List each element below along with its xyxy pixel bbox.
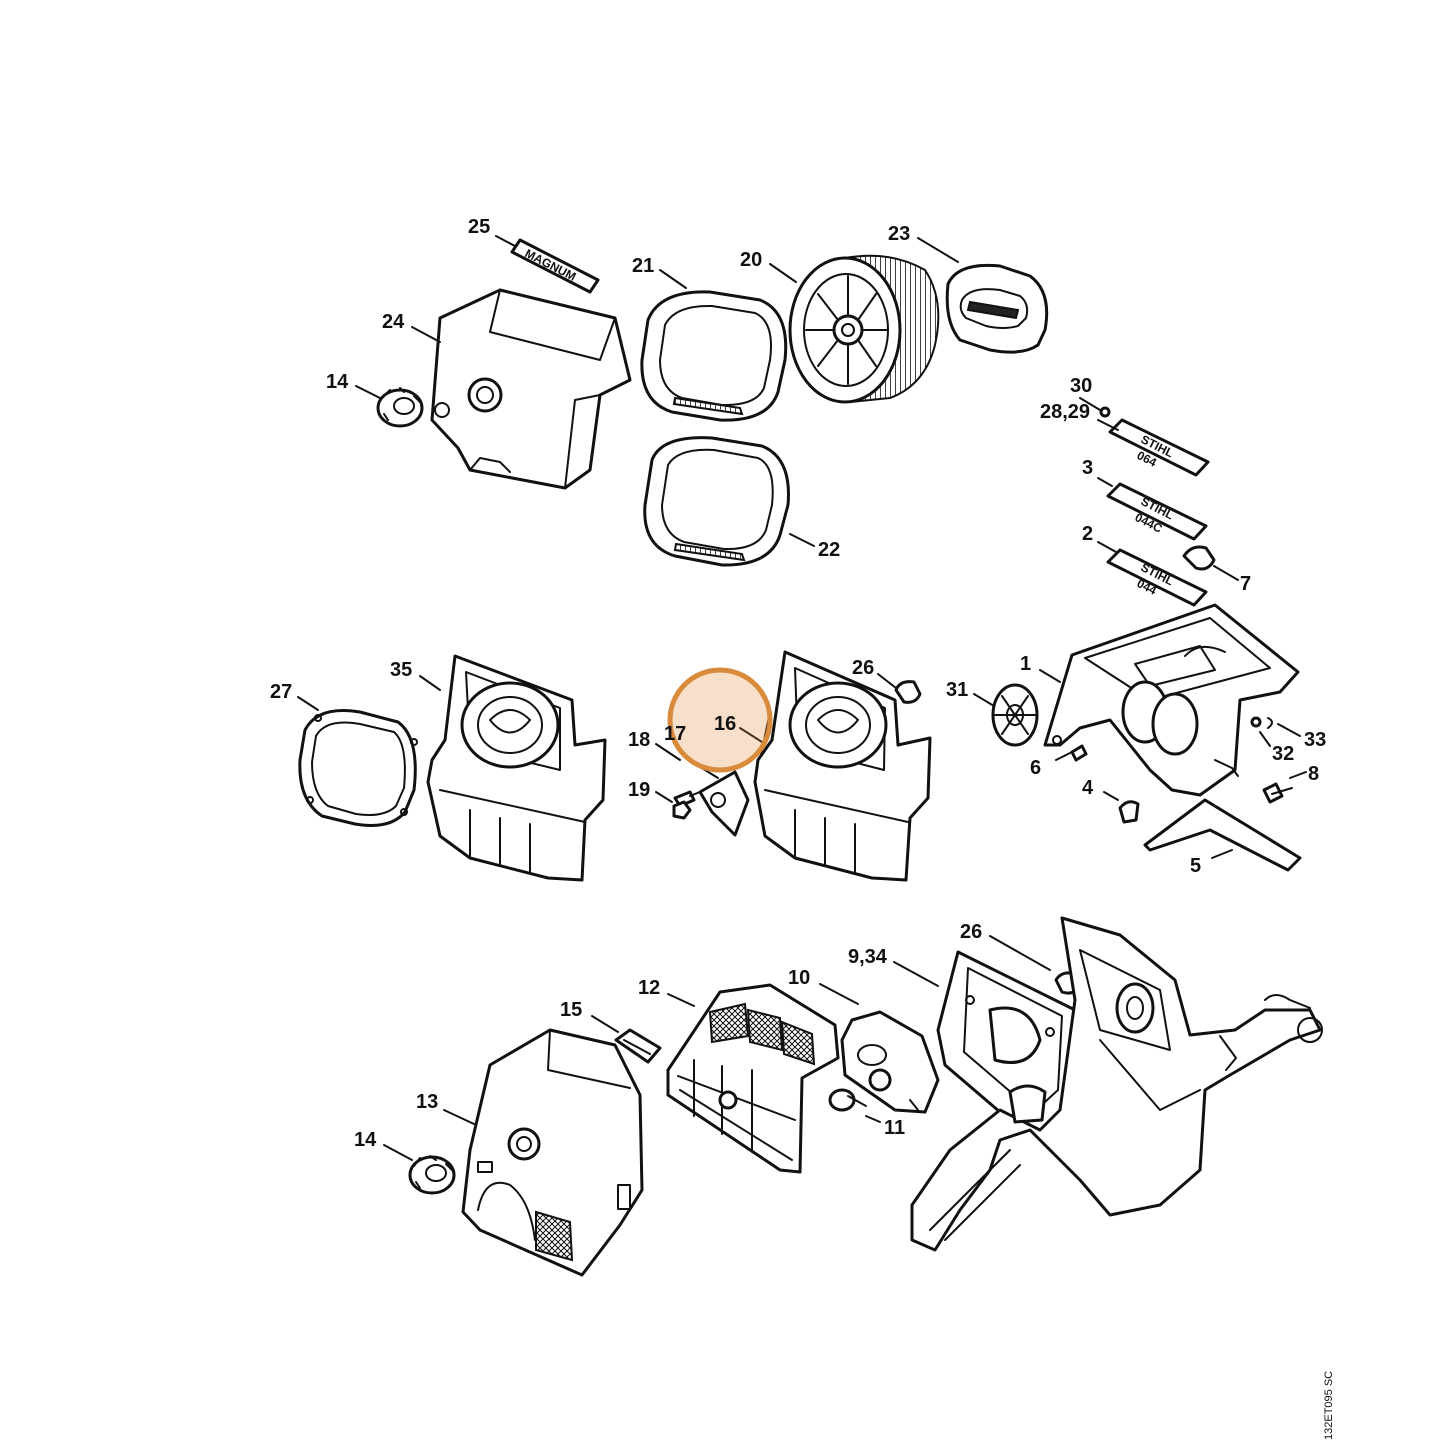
model-plate-044: STIHL 044 — [1106, 548, 1208, 607]
nut-19 — [672, 800, 692, 820]
spacer-4 — [1118, 800, 1140, 824]
filter-cover-lower — [461, 1028, 644, 1277]
callout-19[interactable]: 19 — [628, 779, 650, 801]
callout-7[interactable]: 7 — [1240, 573, 1251, 595]
callout-33[interactable]: 33 — [1304, 729, 1326, 751]
baffle-5 — [1143, 798, 1302, 872]
callout-9-34[interactable]: 9,34 — [848, 946, 888, 968]
callout-13[interactable]: 13 — [416, 1091, 438, 1113]
clip-15 — [614, 1028, 662, 1064]
drawing-reference-code: 132ET095 SC — [1323, 1371, 1335, 1440]
knob-upper — [376, 387, 424, 428]
callout-21[interactable]: 21 — [632, 255, 654, 277]
washer-32 — [1250, 716, 1262, 728]
callout-5[interactable]: 5 — [1190, 855, 1201, 877]
highlight-circle — [667, 667, 773, 773]
gasket-27 — [298, 708, 418, 827]
callout-31[interactable]: 31 — [946, 679, 968, 701]
callout-18[interactable]: 18 — [628, 729, 650, 751]
callout-3[interactable]: 3 — [1082, 457, 1093, 479]
filter-base-35 — [426, 654, 607, 882]
callout-30[interactable]: 30 — [1070, 375, 1092, 397]
callout-8[interactable]: 8 — [1308, 763, 1319, 785]
callout-24[interactable]: 24 — [382, 311, 405, 333]
grommet-26-mid — [894, 680, 922, 704]
callout-15[interactable]: 15 — [560, 999, 582, 1021]
callout-20[interactable]: 20 — [740, 249, 762, 271]
crankcase-housing — [910, 916, 1323, 1252]
clip-33 — [1267, 717, 1273, 729]
model-plate-064: STIHL 064 — [1108, 418, 1210, 477]
magnum-nameplate: MAGNUM — [510, 238, 600, 294]
filter-disc-31 — [991, 683, 1039, 747]
callout-4[interactable]: 4 — [1082, 777, 1094, 799]
filter-seal-lower — [643, 436, 790, 567]
callout-32[interactable]: 32 — [1272, 743, 1294, 765]
screw-8 — [1262, 782, 1293, 804]
filter-cover-upper — [430, 288, 632, 490]
callout-14-bottom[interactable]: 14 — [354, 1129, 377, 1151]
model-plate-044c: STIHL 044C — [1106, 482, 1208, 541]
screw-11 — [828, 1088, 867, 1112]
callout-22[interactable]: 22 — [818, 539, 840, 561]
callout-16[interactable]: 16 — [714, 713, 736, 735]
holder-17 — [698, 770, 750, 837]
shroud-1 — [1043, 603, 1300, 797]
callout-27[interactable]: 27 — [270, 681, 292, 703]
callout-23[interactable]: 23 — [888, 223, 910, 245]
mesh-filter-12 — [666, 983, 840, 1174]
callout-26-bottom[interactable]: 26 — [960, 921, 982, 943]
callout-17[interactable]: 17 — [664, 723, 686, 745]
knob-lower — [408, 1155, 456, 1195]
callout-12[interactable]: 12 — [638, 977, 660, 999]
carburetor-box-10 — [840, 1010, 940, 1114]
cap-7 — [1182, 545, 1216, 571]
callout-labels: 25 24 14 21 20 23 22 30 28,29 3 2 7 1 31… — [270, 216, 1326, 1151]
callout-28-29[interactable]: 28,29 — [1040, 401, 1090, 423]
screw-6 — [1070, 744, 1088, 762]
callout-1[interactable]: 1 — [1020, 653, 1031, 675]
callout-35[interactable]: 35 — [390, 659, 412, 681]
callout-26-mid[interactable]: 26 — [852, 657, 874, 679]
filter-base-middle — [753, 650, 932, 882]
callout-14-top[interactable]: 14 — [326, 371, 349, 393]
callout-10[interactable]: 10 — [788, 967, 810, 989]
callout-25[interactable]: 25 — [468, 216, 490, 238]
screw-30 — [1099, 406, 1111, 418]
pre-filter — [945, 263, 1049, 354]
base-plate-9-34 — [936, 950, 1077, 1134]
callout-6[interactable]: 6 — [1030, 757, 1041, 779]
callout-11[interactable]: 11 — [884, 1117, 905, 1139]
callout-2[interactable]: 2 — [1082, 523, 1093, 545]
air-filter-element — [788, 254, 940, 404]
filter-seal-upper — [640, 290, 788, 422]
